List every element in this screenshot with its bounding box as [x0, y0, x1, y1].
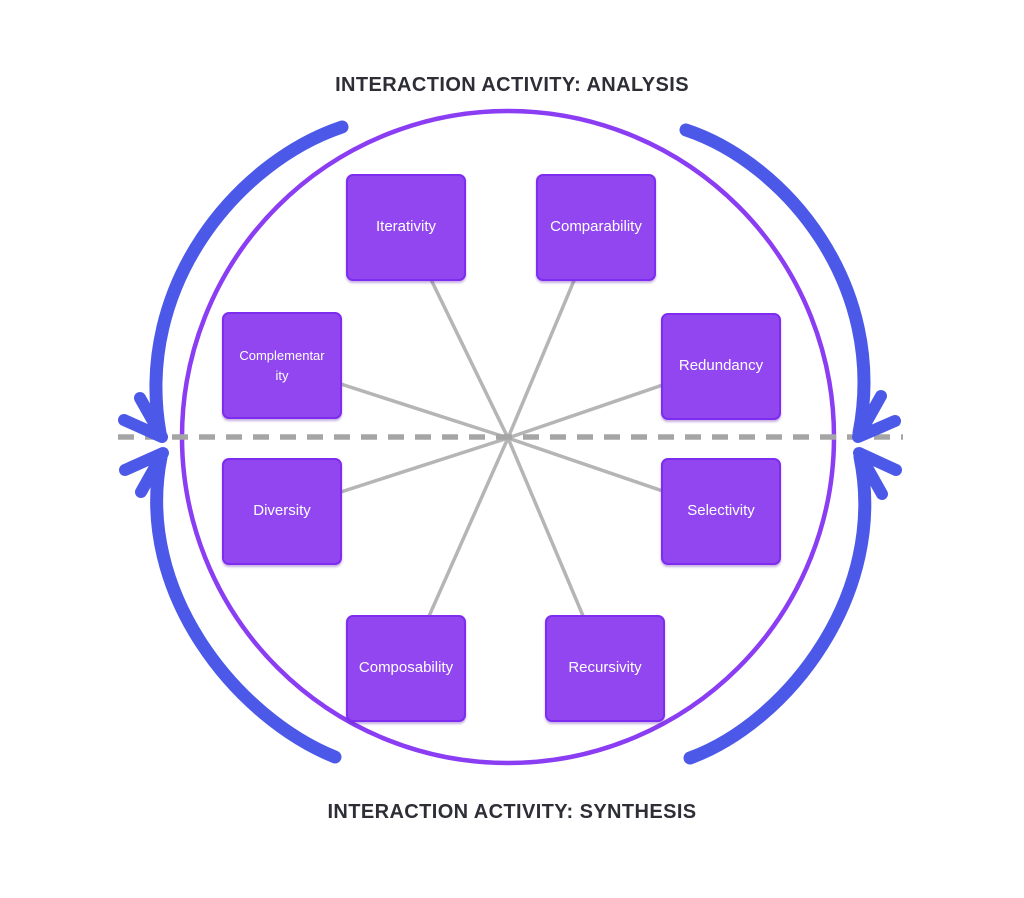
- arrowhead-bottom-left-icon: [119, 447, 169, 498]
- node-composability: Composability: [346, 615, 466, 722]
- node-selectivity-label: Selectivity: [687, 502, 755, 520]
- node-iterativity-label: Iterativity: [375, 218, 436, 236]
- node-recursivity: Recursivity: [545, 615, 665, 722]
- converge-arrows: [118, 120, 902, 765]
- node-redundancy: Redundancy: [661, 313, 781, 420]
- node-selectivity: Selectivity: [661, 458, 781, 565]
- title-analysis: INTERACTION ACTIVITY: ANALYSIS: [335, 74, 689, 96]
- converge-arc-top-right-icon: [679, 123, 871, 440]
- arrowhead-top-right-icon: [852, 390, 901, 443]
- node-redundancy-label: Redundancy: [678, 357, 764, 375]
- arrowhead-top-left-icon: [118, 392, 168, 443]
- node-iterativity: Iterativity: [346, 174, 466, 281]
- node-diversity: Diversity: [222, 458, 342, 565]
- node-recursivity-label: Recursivity: [568, 659, 642, 677]
- converge-arc-bottom-right-icon: [683, 450, 872, 765]
- title-synthesis: INTERACTION ACTIVITY: SYNTHESIS: [327, 801, 697, 823]
- node-comparability: Comparability: [536, 174, 656, 281]
- radial-lines: [281, 227, 722, 669]
- node-composability-label: Composability: [358, 659, 454, 677]
- node-comparability-label: Comparability: [550, 218, 642, 236]
- node-complementarity: Complementarity: [222, 312, 342, 419]
- converge-arc-bottom-left-icon: [150, 450, 342, 764]
- arrowhead-bottom-right-icon: [853, 447, 902, 500]
- node-diversity-label: Diversity: [253, 502, 311, 520]
- converge-arc-top-left-icon: [149, 120, 349, 440]
- node-complementarity-label: Complementarity: [239, 348, 325, 383]
